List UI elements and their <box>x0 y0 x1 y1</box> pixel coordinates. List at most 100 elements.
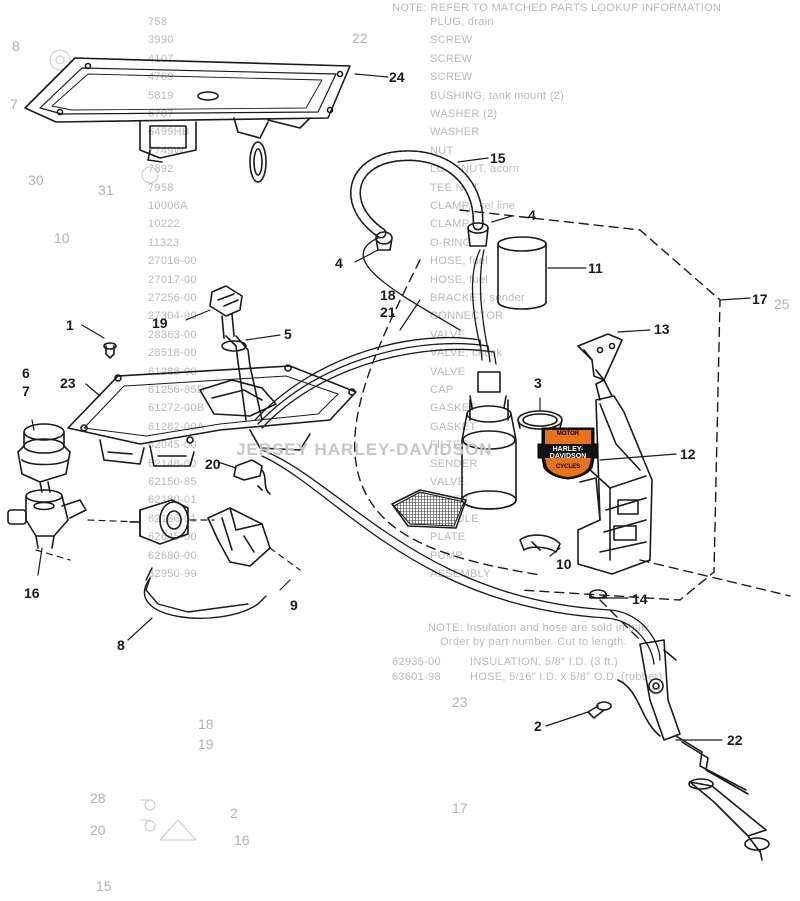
callout-10: 10 <box>556 556 572 572</box>
ghost-row-description: SENDER <box>430 457 478 470</box>
ghost-side-num: 28 <box>90 790 106 806</box>
callout-7: 7 <box>22 383 30 399</box>
extension-lines <box>35 519 301 571</box>
ghost-row-description: NUT <box>430 144 454 157</box>
callout-1: 1 <box>66 317 74 333</box>
ghost-row-number: 27304-00 <box>148 310 197 323</box>
callout-14: 14 <box>632 591 648 607</box>
callout-12: 12 <box>680 446 696 462</box>
ghost-row-description: VALVE <box>430 476 466 488</box>
ghost-row-description: SCREW <box>430 71 473 84</box>
callout-5: 5 <box>284 326 292 342</box>
check-valve-solenoid <box>129 499 189 545</box>
ghost-row-number: 61282-00A <box>148 420 205 433</box>
ghost-row-number: 6499HB <box>148 126 190 139</box>
callout-23: 23 <box>60 375 76 391</box>
ghost-side-num: 30 <box>28 172 44 188</box>
ghost-side-num: 25 <box>774 296 790 312</box>
ghost-row-number: 27017-00 <box>148 273 197 286</box>
pressure-regulator <box>17 423 71 493</box>
hose-clamp-left <box>375 231 393 251</box>
ghost-row-number: 27256-00 <box>148 292 197 304</box>
retaining-ring <box>517 410 563 430</box>
ghost-note-3: INSULATION, 5/8" I.D. (3 ft.) <box>470 656 619 668</box>
ghost-side-num: 10 <box>54 230 70 246</box>
callout-leaders <box>31 73 751 741</box>
ghost-row-description: HOSE, fuel <box>430 255 489 268</box>
ghost-row-description: BRACKET, sender <box>430 292 525 304</box>
ghost-row-description: PLATE <box>430 531 466 544</box>
ghost-row-description: VALVE <box>430 365 466 378</box>
ghost-row-number: 61256-85D <box>148 384 206 396</box>
ghost-side-num: 22 <box>352 30 368 46</box>
top-mounting-plate <box>24 57 351 183</box>
callout-21: 21 <box>380 304 396 320</box>
ghost-note-1: NOTE: Insulation and hose are sold in bu… <box>428 622 654 634</box>
ghost-row-number: 28363-00 <box>148 328 197 341</box>
ghost-row-number: 61272-00B <box>148 402 205 415</box>
logo-text-middle: HARLEY-DAVIDSON <box>549 446 587 460</box>
o-ring <box>221 340 247 352</box>
ghost-row-number: 62150-85 <box>148 476 197 488</box>
ghost-row-description: PUMP <box>430 549 463 562</box>
callout-24: 24 <box>389 69 405 85</box>
callout-18: 18 <box>380 287 396 303</box>
ghost-side-num: 8 <box>12 38 20 54</box>
reference-dashed-outline <box>353 209 791 641</box>
ghost-row-number: 4769 <box>148 71 174 84</box>
ghost-row-number: 28518-00 <box>148 347 197 360</box>
flange-plate <box>67 364 357 467</box>
ghost-side-num: 16 <box>234 832 250 848</box>
filter-sock <box>497 236 547 310</box>
ghost-row-b: 63601-98 <box>392 671 441 683</box>
ghost-side-num: 17 <box>452 800 468 816</box>
ghost-row-description: SCREW <box>430 52 473 65</box>
ghost-note-4: HOSE, 5/16" I.D. x 5/8" O.D. (rubber) <box>470 671 663 683</box>
ghost-row-description: CONNECTOR <box>430 310 504 323</box>
callout-15: 15 <box>490 150 506 166</box>
callout-6: 6 <box>22 365 30 381</box>
callout-2: 2 <box>534 718 542 734</box>
ghost-side-num: 20 <box>90 822 106 838</box>
ghost-side-num: 2 <box>230 805 238 821</box>
ghost-row-description: O-RING <box>430 236 472 249</box>
dealer-watermark: JERSEY HARLEY-DAVIDSON <box>236 440 493 459</box>
wire-connector <box>233 459 271 495</box>
ghost-row-description: GASKET <box>430 402 477 415</box>
hose-clamp-right <box>467 222 489 247</box>
ghost-side-num: 15 <box>96 878 112 894</box>
ghost-row-number: 6707 <box>148 108 174 120</box>
ghost-row-number: 7892 <box>148 163 174 176</box>
ghost-row-a: 62935-00 <box>392 656 441 668</box>
ghost-row-number: 27016-00 <box>148 255 197 268</box>
wire-harness <box>254 237 497 429</box>
ghost-row-number: 62045-00 <box>148 439 197 452</box>
pressure-connector <box>209 285 263 421</box>
callout-19: 19 <box>152 315 168 331</box>
float-wire <box>143 567 267 619</box>
ghost-row-number: 7958 <box>148 181 174 194</box>
callout-8: 8 <box>117 637 125 653</box>
ghost-row-number: 62680-00 <box>148 549 197 562</box>
ghost-side-num: 31 <box>98 182 114 198</box>
screw-bottom <box>587 701 612 719</box>
ghost-note-2: Order by part number. Cut to length. <box>440 636 627 648</box>
ghost-side-num: 18 <box>198 716 214 732</box>
retaining-nut <box>589 589 607 599</box>
fuel-fitting <box>7 489 87 549</box>
callout-13: 13 <box>654 321 670 337</box>
callout-22: 22 <box>727 732 743 748</box>
ghost-row-number: 758 <box>148 16 168 28</box>
callout-16: 16 <box>24 585 40 601</box>
screw-top <box>103 342 117 359</box>
sender-wire <box>261 449 661 665</box>
bracket-clip <box>519 534 561 553</box>
ghost-row-description: WASHER (2) <box>430 108 498 120</box>
corrugated-fuel-line <box>350 150 484 239</box>
ghost-row-number: 10006A <box>148 200 188 212</box>
ghost-row-description: FILTER <box>430 439 469 452</box>
ghost-row-number: 3990 <box>148 34 174 47</box>
callout-9: 9 <box>290 597 298 613</box>
ghost-side-num: 19 <box>198 736 214 752</box>
